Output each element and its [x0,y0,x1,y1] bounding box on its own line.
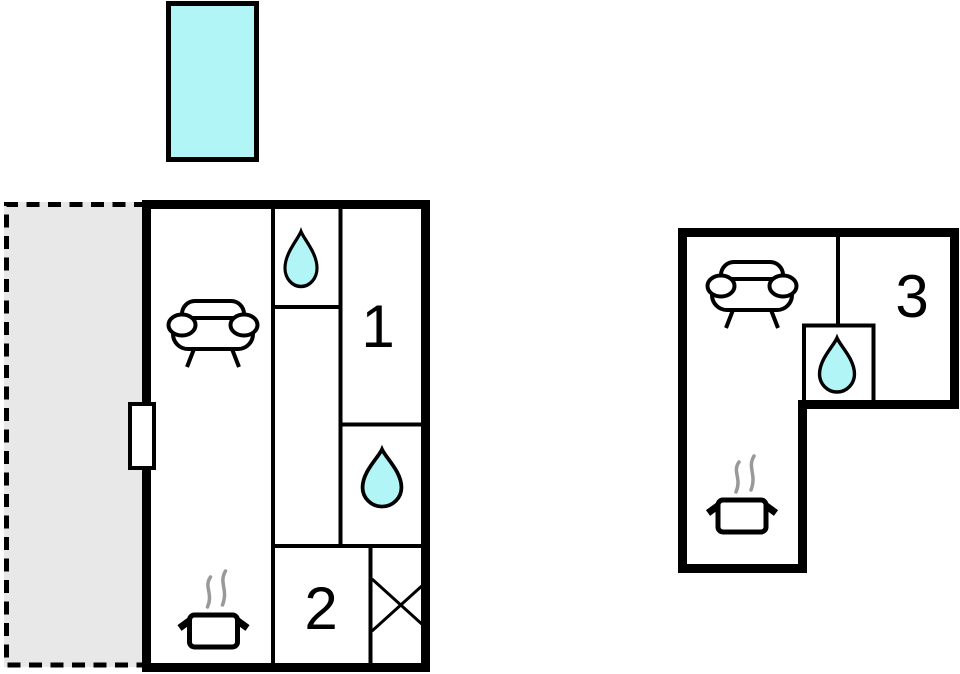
window-icon [128,402,156,470]
pool [166,1,259,162]
bathroom-wall [802,323,876,404]
room-3-label: 3 [895,263,928,330]
terrace-dashed-border [4,202,147,668]
storage-cross-icon [370,577,426,633]
annex-building: 3 [678,228,959,573]
main-building: 1 2 [128,200,430,672]
terrace-area [4,202,147,668]
room-2-label: 2 [304,575,337,642]
terrace-floor [4,202,146,667]
annex-building-outline [678,228,959,573]
room-1-label: 1 [361,293,394,360]
main-building-outline [142,200,430,672]
